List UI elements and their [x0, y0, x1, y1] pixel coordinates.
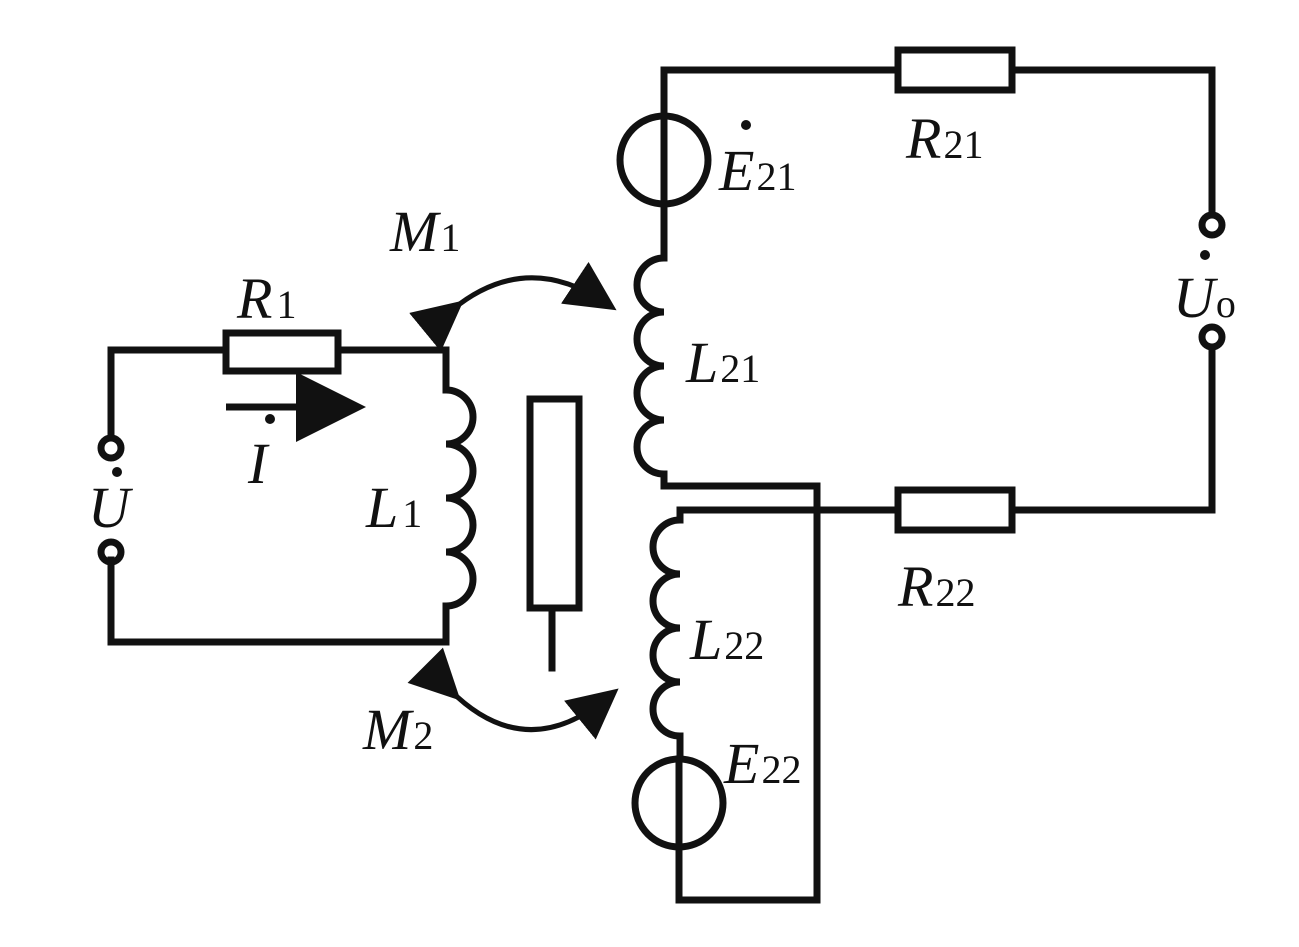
label-r21: R21	[905, 106, 983, 171]
terminal-u-bottom	[97, 538, 125, 566]
terminal-u-top	[97, 434, 125, 462]
terminal-uo-top	[1198, 211, 1226, 239]
inductor-l21	[633, 254, 668, 478]
label-r22: R22	[897, 554, 975, 619]
label-l21: L21	[685, 330, 760, 395]
resistor-r1	[222, 329, 342, 375]
primary-top-wire-right	[334, 346, 450, 394]
label-e22: E22	[723, 731, 801, 796]
armature-core	[526, 395, 583, 612]
label-l22: L22	[689, 607, 764, 672]
secondary-right-wire-top	[1008, 66, 1216, 219]
inductor-l22	[649, 516, 684, 740]
primary-top-wire	[107, 346, 230, 442]
secondary-top-wire	[660, 66, 902, 122]
resistor-r22	[894, 486, 1016, 534]
dot-i	[265, 414, 275, 424]
dot-uo	[1200, 250, 1210, 260]
label-e21: E21	[718, 138, 796, 203]
coupling-arrow-m1	[409, 261, 617, 352]
label-i: I	[247, 431, 270, 496]
label-m1: M1	[389, 199, 460, 264]
dot-u	[112, 467, 122, 477]
label-m2: M2	[362, 697, 433, 762]
label-uo: Uo	[1173, 265, 1236, 330]
coupling-arrow-m2	[407, 647, 619, 740]
armature	[526, 395, 583, 672]
l21-to-return-wire	[660, 470, 821, 904]
secondary-circuit	[616, 46, 1226, 904]
primary-bottom-wire	[107, 556, 450, 646]
inductor-l1	[442, 386, 477, 610]
mutual-coupling	[407, 261, 619, 740]
label-u: U	[88, 475, 134, 540]
resistor-r21	[894, 46, 1016, 94]
secondary-right-wire-bottom	[1008, 343, 1216, 514]
primary-circuit	[97, 329, 477, 646]
dot-e21	[741, 120, 751, 130]
